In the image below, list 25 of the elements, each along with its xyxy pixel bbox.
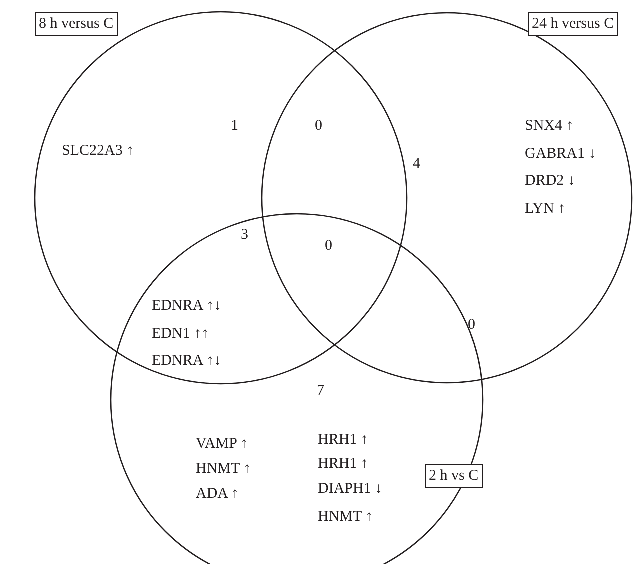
gene-label: EDNRA ↑↓ [152, 297, 222, 316]
region-count: 4 [413, 155, 420, 174]
gene-label: DRD2 ↓ [525, 172, 576, 191]
gene-label: HRH1 ↑ [318, 431, 368, 450]
gene-label: LYN ↑ [525, 200, 566, 219]
region-count: 0 [315, 117, 322, 136]
set-heading: 24 h versus C [528, 12, 618, 36]
gene-label: SLC22A3 ↑ [62, 142, 134, 161]
gene-label: ADA ↑ [196, 485, 239, 504]
gene-label: HRH1 ↑ [318, 455, 368, 474]
gene-label: GABRA1 ↓ [525, 145, 596, 164]
gene-label: EDNRA ↑↓ [152, 352, 222, 371]
gene-label: HNMT ↑ [196, 460, 252, 479]
gene-label: SNX4 ↑ [525, 117, 574, 136]
region-count: 0 [468, 316, 476, 335]
gene-label: EDN1 ↑↑ [152, 325, 210, 344]
set-heading: 2 h vs C [425, 464, 483, 488]
region-count: 0 [325, 237, 332, 256]
set-heading: 8 h versus C [35, 12, 118, 36]
region-count: 1 [231, 117, 238, 136]
region-count: 7 [317, 382, 324, 401]
gene-label: HNMT ↑ [318, 508, 374, 527]
region-count: 3 [241, 226, 248, 245]
gene-label: VAMP ↑ [196, 435, 248, 454]
gene-label: DIAPH1 ↓ [318, 480, 383, 499]
